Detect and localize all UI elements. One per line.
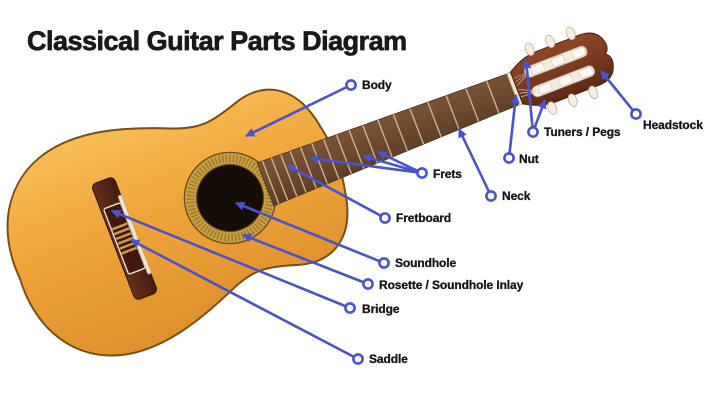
pointer-line-rosette xyxy=(242,233,369,286)
label-nut: Nut xyxy=(519,152,539,166)
label-headstock: Headstock xyxy=(643,118,703,132)
guitar-illustration xyxy=(6,26,614,357)
tuner-slots xyxy=(524,45,596,98)
marker-circle-soundhole xyxy=(378,257,390,269)
marker-circle-rosette xyxy=(362,278,374,290)
pointer-line-fretboard xyxy=(286,163,386,220)
pointer-line-soundhole xyxy=(235,201,385,265)
fret-lines xyxy=(261,80,500,204)
marker-circle-bridge xyxy=(344,302,356,314)
pointer-line-headstock xyxy=(599,70,638,115)
label-soundhole: Soundhole xyxy=(395,256,457,270)
soundhole-shape xyxy=(197,165,263,231)
label-saddle: Saddle xyxy=(369,352,408,366)
pointer-line-nut xyxy=(507,94,520,159)
saddle-shape xyxy=(117,194,152,275)
marker-circle-neck xyxy=(485,190,497,202)
pointer-line-tuners-1 xyxy=(522,59,535,133)
pointer-line-frets-1 xyxy=(309,154,423,175)
marker-circles xyxy=(344,79,642,365)
bridge-shape xyxy=(92,177,157,300)
label-frets: Frets xyxy=(433,167,462,181)
label-rosette: Rosette / Soundhole Inlay xyxy=(379,278,524,292)
label-fretboard: Fretboard xyxy=(396,211,452,225)
pointer-line-frets-2 xyxy=(362,153,423,175)
marker-circle-saddle xyxy=(352,353,364,365)
label-tuners: Tuners / Pegs xyxy=(544,125,621,139)
marker-circle-tuners xyxy=(527,126,539,138)
marker-circle-headstock xyxy=(630,108,642,120)
marker-circle-nut xyxy=(503,152,515,164)
label-bridge: Bridge xyxy=(362,302,400,316)
label-body: Body xyxy=(362,78,392,92)
page-title: Classical Guitar Parts Diagram xyxy=(27,26,408,56)
string-windings xyxy=(111,222,138,255)
pointer-line-body xyxy=(245,83,352,138)
marker-circle-frets xyxy=(416,167,428,179)
pointer-lines xyxy=(111,59,638,361)
pointer-line-neck xyxy=(457,128,493,197)
pointer-line-saddle xyxy=(130,238,359,361)
tuner-peg-buttons xyxy=(524,26,599,115)
guitar-body-shape xyxy=(6,88,349,357)
marker-circle-fretboard xyxy=(379,212,391,224)
pointer-line-bridge xyxy=(111,209,351,310)
headstock-shape xyxy=(509,32,614,106)
label-neck: Neck xyxy=(502,189,531,203)
marker-circle-body xyxy=(345,79,357,91)
pointer-line-frets-3 xyxy=(377,150,423,175)
